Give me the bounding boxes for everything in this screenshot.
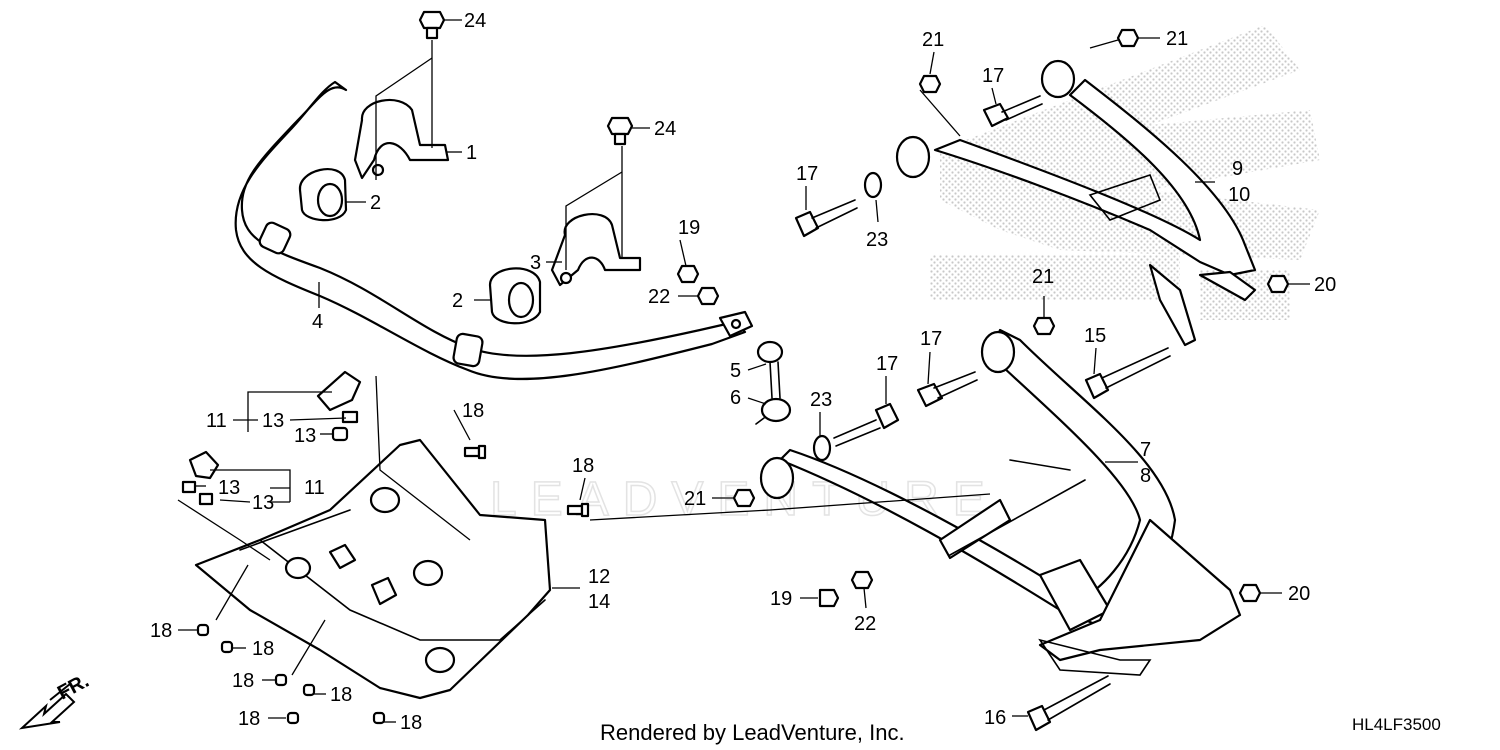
nut-20-a bbox=[1266, 274, 1290, 294]
callout-24: 24 bbox=[654, 118, 676, 140]
callout-19: 19 bbox=[678, 217, 700, 239]
nut-21-b bbox=[1116, 28, 1140, 48]
callout-13: 13 bbox=[262, 410, 284, 432]
callout-21: 21 bbox=[684, 488, 706, 510]
callout-7: 7 bbox=[1140, 439, 1151, 461]
callout-17: 17 bbox=[876, 353, 898, 375]
nut-22-upper bbox=[696, 286, 720, 306]
callout-6: 6 bbox=[730, 387, 741, 409]
callout-4: 4 bbox=[312, 311, 323, 333]
bolt-16 bbox=[1026, 675, 1111, 732]
callout-20: 20 bbox=[1288, 583, 1310, 605]
callout-22: 22 bbox=[648, 286, 670, 308]
nut-19-lower bbox=[818, 588, 840, 608]
stabilizer-bar bbox=[234, 80, 754, 381]
nut-20-b bbox=[1238, 583, 1262, 603]
nut-21-c bbox=[1032, 316, 1056, 336]
callout-18: 18 bbox=[572, 455, 594, 477]
leader-lines bbox=[177, 19, 1310, 723]
callout-24: 24 bbox=[464, 10, 486, 32]
callout-12: 12 bbox=[588, 566, 610, 588]
callout-11: 11 bbox=[206, 410, 227, 432]
callout-14: 14 bbox=[588, 591, 610, 613]
callout-20: 20 bbox=[1314, 274, 1336, 296]
bolt-15 bbox=[1084, 347, 1171, 400]
callout-13: 13 bbox=[218, 477, 240, 499]
clip-13-a bbox=[341, 410, 359, 424]
stabilizer-link bbox=[755, 340, 792, 425]
callout-22: 22 bbox=[854, 613, 876, 635]
callout-11: 11 bbox=[304, 477, 325, 499]
callout-10: 10 bbox=[1228, 184, 1250, 206]
callout-18: 18 bbox=[232, 670, 254, 692]
callout-18: 18 bbox=[400, 712, 422, 734]
callout-9: 9 bbox=[1232, 158, 1243, 180]
bolt-17-b bbox=[794, 199, 858, 238]
stabilizer-holder-upper bbox=[353, 98, 450, 180]
callout-23: 23 bbox=[810, 389, 832, 411]
callout-21: 21 bbox=[922, 29, 944, 51]
nut-22-lower bbox=[850, 570, 874, 590]
stabilizer-bushing-b bbox=[488, 267, 542, 325]
callout-13: 13 bbox=[252, 492, 274, 514]
callout-5: 5 bbox=[730, 360, 741, 382]
clip-13-c bbox=[181, 480, 197, 494]
callout-17: 17 bbox=[796, 163, 818, 185]
stabilizer-bushing-a bbox=[298, 168, 348, 222]
bolt-24-lower bbox=[606, 116, 634, 146]
callout-16: 16 bbox=[984, 707, 1006, 729]
callout-23: 23 bbox=[866, 229, 888, 251]
nut-21-a bbox=[918, 74, 942, 94]
callout-18: 18 bbox=[252, 638, 274, 660]
skid-plate bbox=[194, 438, 552, 700]
callout-2: 2 bbox=[452, 290, 463, 312]
bracket-11-upper bbox=[316, 370, 362, 412]
bolt-17-c bbox=[916, 371, 978, 408]
nut-19-upper bbox=[676, 264, 700, 284]
clip-13-d bbox=[198, 492, 214, 506]
washer-23-a bbox=[863, 171, 883, 199]
stabilizer-holder-lower bbox=[550, 213, 642, 287]
callout-17: 17 bbox=[920, 328, 942, 350]
callout-13: 13 bbox=[294, 425, 316, 447]
callout-21: 21 bbox=[1166, 28, 1188, 50]
washer-23-b bbox=[812, 434, 832, 462]
bracket-11-lower bbox=[188, 450, 220, 480]
callout-21: 21 bbox=[1032, 266, 1054, 288]
callout-19: 19 bbox=[770, 588, 792, 610]
callout-18: 18 bbox=[462, 400, 484, 422]
bolt-17-d bbox=[833, 402, 900, 447]
bolt-24-upper bbox=[418, 10, 446, 40]
bolt-17-a bbox=[982, 95, 1043, 128]
callout-3: 3 bbox=[530, 252, 541, 274]
nut-21-d bbox=[732, 488, 756, 508]
diagram-code: HL4LF3500 bbox=[1352, 715, 1441, 734]
credit-text: Rendered by LeadVenture, Inc. bbox=[600, 720, 905, 745]
callout-1: 1 bbox=[466, 142, 477, 164]
clip-13-b bbox=[331, 426, 349, 442]
callout-18: 18 bbox=[330, 684, 352, 706]
callout-8: 8 bbox=[1140, 465, 1151, 487]
front-arrow-icon bbox=[18, 683, 76, 730]
callout-18: 18 bbox=[238, 708, 260, 730]
screws-18 bbox=[196, 444, 590, 725]
callout-17: 17 bbox=[982, 65, 1004, 87]
upper-arm bbox=[895, 59, 1257, 347]
callout-labels: 24 1 2 24 3 2 4 19 22 5 6 11 13 13 18 13… bbox=[150, 10, 1336, 734]
callout-2: 2 bbox=[370, 192, 381, 214]
lower-arm bbox=[759, 328, 1242, 676]
callout-18: 18 bbox=[150, 620, 172, 642]
callout-15: 15 bbox=[1084, 325, 1106, 347]
